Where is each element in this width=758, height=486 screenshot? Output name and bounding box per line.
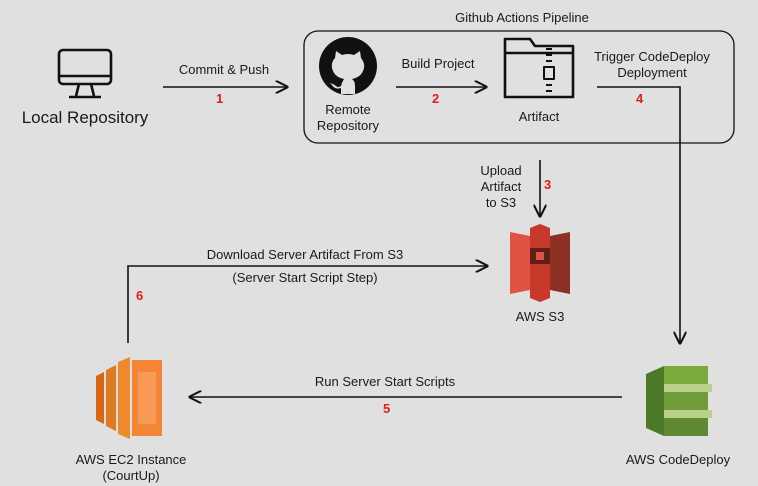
- ec2-label: AWS EC2 Instance (CourtUp): [75, 452, 187, 483]
- github-icon: [319, 37, 377, 95]
- arrow-trigger-codedeploy: [597, 86, 680, 343]
- s3-label: AWS S3: [515, 309, 565, 324]
- edge-label-trigger-codedeploy: Trigger CodeDeploy Deployment: [594, 49, 710, 80]
- step-number-3: 3: [544, 177, 552, 192]
- edge-label-run-scripts: Run Server Start Scripts: [314, 374, 456, 389]
- step-number-4: 4: [636, 91, 644, 106]
- artifact-label: Artifact: [518, 109, 560, 124]
- edge-label-upload-s3: Upload Artifact to S3: [480, 163, 522, 210]
- aws-ec2-icon: [96, 357, 162, 439]
- zip-folder-icon: [503, 37, 575, 99]
- edge-label-download-artifact: Download Server Artifact From S3: [206, 247, 404, 262]
- edge-label-commit-push: Commit & Push: [178, 62, 270, 77]
- monitor-icon: [57, 48, 113, 99]
- step-number-6: 6: [136, 288, 144, 303]
- codedeploy-label: AWS CodeDeploy: [625, 452, 731, 467]
- step-number-1: 1: [216, 91, 224, 106]
- local-repo-label: Local Repository: [21, 108, 149, 127]
- pipeline-title: Github Actions Pipeline: [455, 10, 589, 25]
- remote-repo-label: Remote Repository: [316, 102, 380, 133]
- edge-sublabel-download-artifact: (Server Start Script Step): [232, 270, 378, 285]
- arrow-download-artifact: [127, 266, 487, 343]
- step-number-5: 5: [383, 401, 391, 416]
- aws-s3-icon: [510, 224, 570, 302]
- pipeline-box: [303, 30, 735, 144]
- edge-label-build-project: Build Project: [401, 56, 475, 71]
- connector-lines: [127, 86, 680, 397]
- zipper-icon: [546, 48, 552, 92]
- step-number-2: 2: [432, 91, 440, 106]
- aws-codedeploy-icon: [646, 366, 712, 436]
